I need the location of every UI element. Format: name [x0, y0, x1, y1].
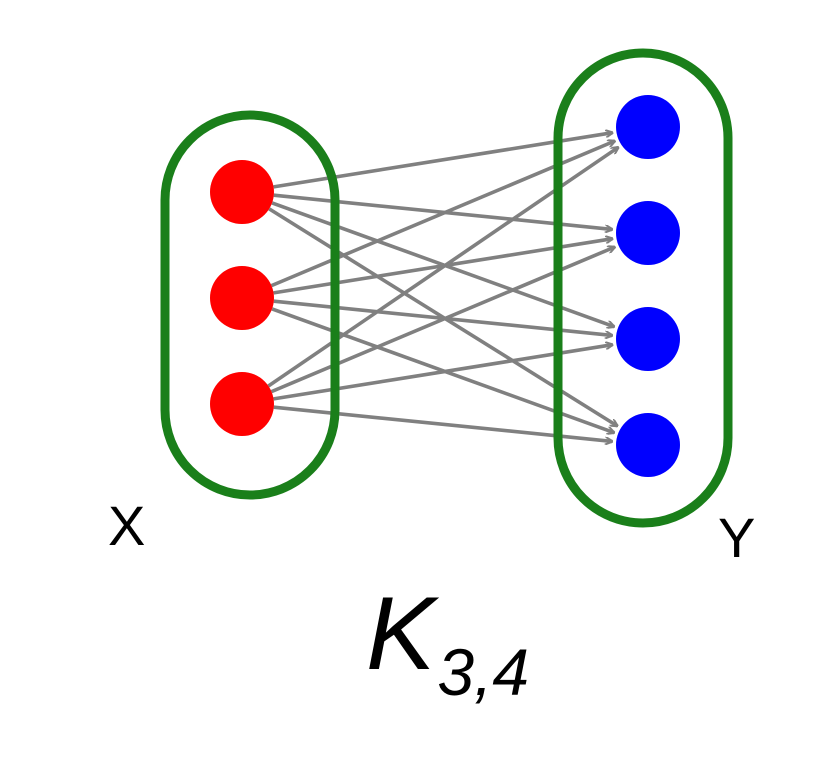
edges [267, 133, 618, 442]
node-x-3 [210, 372, 274, 436]
node-y-3 [616, 307, 680, 371]
set-x-label: X [108, 494, 146, 557]
graph-title-main: K [366, 576, 436, 692]
set-y-boundary [553, 48, 733, 528]
set-y-label: Y [718, 506, 756, 569]
node-x-1 [210, 160, 274, 224]
node-x-2 [210, 266, 274, 330]
nodes [210, 95, 680, 477]
node-y-1 [616, 95, 680, 159]
graph-title: K3,4 [366, 582, 529, 705]
set-x-boundary [160, 110, 340, 500]
node-y-4 [616, 413, 680, 477]
node-y-2 [616, 201, 680, 265]
graph-title-subscript: 3,4 [437, 635, 530, 709]
